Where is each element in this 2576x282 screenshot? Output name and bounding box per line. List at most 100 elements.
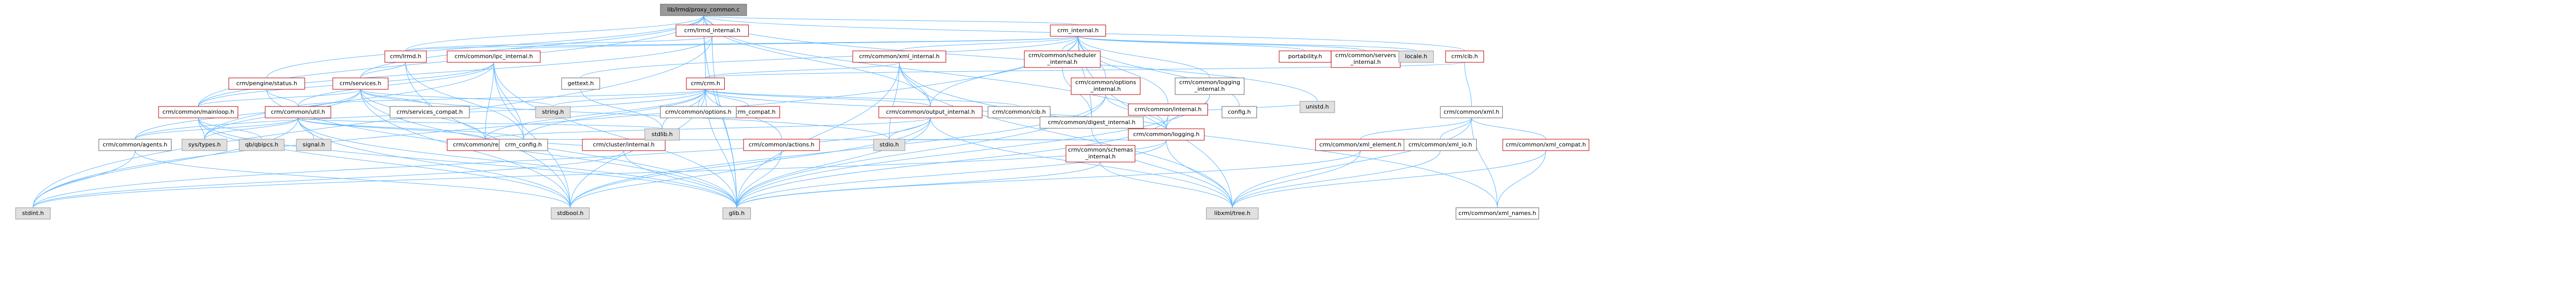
node-label: crm/common/xml_internal.h — [859, 53, 940, 60]
node-box — [98, 139, 172, 151]
node-label: portability.h — [1288, 53, 1322, 60]
node-util[interactable]: crm/common/util.h — [265, 106, 331, 118]
node-lrmd-internal[interactable]: crm/lrmd_internal.h — [675, 24, 749, 37]
edge-crm_internal-to-servers_internal — [1077, 36, 1366, 51]
node-lrmd[interactable]: crm/lrmd.h — [384, 50, 427, 63]
edge-util-to-sys_types — [204, 117, 298, 140]
node-label: _internal.h — [1085, 153, 1115, 160]
edge-xml_compat-to-libxml_tree — [1232, 150, 1546, 208]
node-box — [499, 139, 548, 151]
edge-ipc_internal-to-results — [485, 62, 494, 140]
node-cib[interactable]: crm/cib.h — [1445, 50, 1484, 63]
node-root[interactable]: lib/lrmd/proxy_common.c — [660, 4, 747, 16]
node-glib-ipcs: qb/qbipcs.h — [239, 139, 285, 151]
node-label: crm/crm.h — [691, 80, 720, 87]
node-services[interactable]: crm/services.h — [332, 77, 388, 90]
node-xml-element[interactable]: crm/common/xml_element.h — [1315, 139, 1406, 151]
node-label: crm/cluster/internal.h — [593, 141, 655, 148]
node-logging-internal[interactable]: crm/common/logging_internal.h — [1175, 77, 1245, 95]
node-pengine-status[interactable]: crm/pengine/status.h — [228, 77, 305, 90]
node-xml-io[interactable]: crm/common/xml_io.h — [1403, 139, 1477, 151]
node-gettext[interactable]: gettext.h — [561, 77, 600, 90]
node-box — [389, 106, 470, 118]
node-box — [660, 106, 737, 118]
node-box — [987, 106, 1051, 118]
edge-crm_internal-to-logging_internal — [1077, 36, 1210, 78]
node-box — [1065, 145, 1136, 163]
node-label: crm/common/scheduler — [1029, 52, 1097, 59]
node-box — [15, 207, 51, 220]
node-box — [158, 106, 239, 118]
node-box — [332, 77, 388, 90]
node-label: crm/pengine/status.h — [236, 80, 297, 87]
node-xml-names[interactable]: crm/common/xml_names.h — [1455, 207, 1539, 220]
node-ipc-internal[interactable]: crm/common/ipc_internal.h — [447, 50, 541, 63]
node-xml-compat[interactable]: crm/common/xml_compat.h — [1502, 139, 1590, 151]
node-crm[interactable]: crm/crm.h — [686, 77, 725, 90]
node-options[interactable]: crm/common/options.h — [660, 106, 737, 118]
node-options-internal[interactable]: crm/common/options_internal.h — [1071, 77, 1141, 95]
node-scheduler-internal[interactable]: crm/common/scheduler_internal.h — [1024, 50, 1101, 68]
edge-output_internal-to-glib — [736, 117, 931, 208]
edge-xml_internal-to-libxml_tree — [899, 62, 1233, 208]
node-agents[interactable]: crm/common/agents.h — [98, 139, 172, 151]
node-common-internal[interactable]: crm/common/internal.h — [1128, 103, 1208, 116]
edge-lrmd_internal-to-lrmd — [405, 36, 713, 51]
node-label: crm/common/xml_io.h — [1409, 141, 1472, 148]
node-label: crm/common/actions.h — [749, 141, 815, 148]
edge-crm-to-output_internal — [705, 89, 931, 107]
node-label: crm/common/xml.h — [1443, 109, 1499, 115]
edge-logging_internal-to-glib — [736, 94, 1210, 208]
node-box — [1128, 128, 1205, 141]
edge-util-to-stdlib — [297, 117, 662, 129]
node-label: crm/common/xml_names.h — [1459, 210, 1537, 217]
node-crm-internal[interactable]: crm_internal.h — [1050, 24, 1106, 37]
edge-crm-to-common_cib — [705, 89, 1020, 107]
node-portability[interactable]: portability.h — [1279, 50, 1332, 63]
edge-util-to-crm_config — [297, 117, 524, 140]
edge-lrmd_internal-to-stdint — [32, 36, 713, 208]
node-common-cib[interactable]: crm/common/cib.h — [987, 106, 1051, 118]
edge-output_internal-to-results — [485, 117, 931, 140]
node-services-compat[interactable]: crm/services_compat.h — [389, 106, 470, 118]
node-label: crm/common/mainloop.h — [162, 109, 234, 115]
node-mainloop[interactable]: crm/common/mainloop.h — [158, 106, 239, 118]
edge-mainloop-to-glib — [198, 117, 737, 208]
node-common-xml[interactable]: crm/common/xml.h — [1440, 106, 1503, 118]
edge-output_internal-to-stdint — [32, 117, 931, 208]
edge-crm_internal-to-output_internal — [930, 36, 1078, 107]
edge-crm-to-results — [485, 89, 706, 140]
edge-lrmd-to-stdbool — [405, 62, 571, 208]
node-schemas-internal[interactable]: crm/common/schemas_internal.h — [1065, 145, 1136, 163]
node-label: crm/common/agents.h — [103, 141, 167, 148]
node-digest-internal[interactable]: crm/common/digest_internal.h — [1039, 116, 1144, 129]
node-label: crm/cib.h — [1451, 53, 1478, 60]
node-xml-internal[interactable]: crm/common/xml_internal.h — [852, 50, 946, 63]
node-output-internal[interactable]: crm/common/output_internal.h — [878, 106, 983, 118]
node-actions[interactable]: crm/common/actions.h — [743, 139, 820, 151]
node-label: crm/common/digest_internal.h — [1048, 119, 1135, 126]
node-signal: signal.h — [296, 139, 332, 151]
edge-lrmd_internal-to-glib — [712, 36, 737, 208]
node-label: glib.h — [729, 210, 745, 217]
edge-util-to-glib — [297, 117, 737, 208]
node-crm-config[interactable]: crm_config.h — [499, 139, 548, 151]
edge-options_internal-to-glib — [736, 94, 1106, 208]
edge-xml_element-to-glib — [736, 150, 1361, 208]
edge-lrmd_internal-to-mainloop — [198, 36, 713, 107]
node-label: crm/common/options.h — [665, 109, 731, 115]
node-label: crm/common/ipc_internal.h — [454, 53, 533, 60]
node-glib: glib.h — [722, 207, 751, 220]
node-logging[interactable]: crm/common/logging.h — [1128, 128, 1205, 141]
edge-crm-to-crm_compat — [705, 89, 749, 107]
edge-root-to-crm_internal — [703, 15, 1078, 25]
node-servers-internal[interactable]: crm/common/servers_internal.h — [1331, 50, 1401, 68]
node-config[interactable]: config.h — [1221, 106, 1257, 118]
edge-logging-to-libxml_tree — [1166, 140, 1233, 208]
node-label: crm/common/schemas — [1068, 146, 1133, 153]
edge-schemas_internal-to-glib — [736, 162, 1101, 208]
node-box — [384, 50, 427, 63]
node-cluster-internal[interactable]: crm/cluster/internal.h — [582, 139, 666, 151]
node-box — [852, 50, 946, 63]
edge-util-to-stdint — [32, 117, 298, 208]
